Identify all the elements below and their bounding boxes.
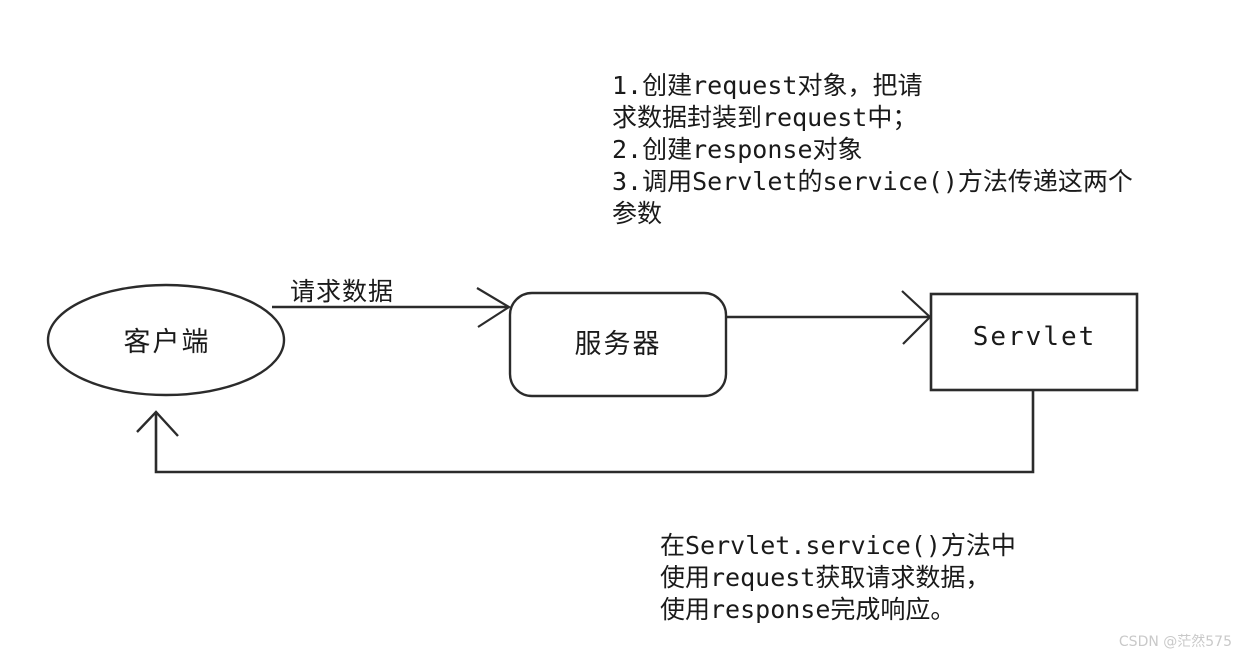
node-servlet-label: Servlet — [972, 322, 1097, 352]
edge-client-to-server-arrowhead — [476, 287, 512, 328]
annotation-service-method-note: 在Servlet.service()方法中 使用request获取请求数据， 使… — [660, 531, 1016, 624]
node-server-label: 服务器 — [574, 329, 662, 360]
edge-client-to-server-label: 请求数据 — [290, 277, 395, 306]
csdn-watermark: CSDN @茫然575 — [1118, 634, 1232, 650]
node-server-shape — [508, 291, 728, 398]
edge-server-to-servlet-arrowhead — [901, 290, 932, 345]
edge-servlet-to-client-path — [154, 390, 1035, 474]
node-client-label: 客户端 — [123, 327, 211, 358]
annotation-request-handling-steps: 1.创建request对象，把请 求数据封装到request中； 2.创建res… — [612, 71, 1133, 228]
edge-servlet-to-client-arrowhead — [136, 410, 179, 437]
node-client-shape — [46, 283, 286, 397]
